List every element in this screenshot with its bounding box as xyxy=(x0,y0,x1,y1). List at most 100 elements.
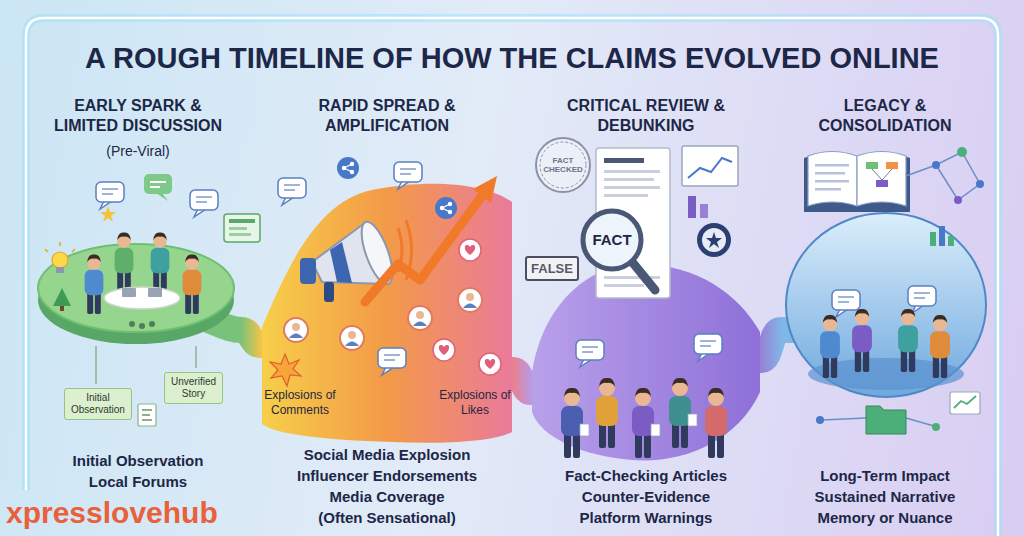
stage-column: RAPID SPREAD & AMPLIFICATIONSocial Media… xyxy=(262,92,512,530)
stage-three-art xyxy=(706,232,722,248)
stage-one-art xyxy=(195,346,196,368)
stage-item: Counter-Evidence xyxy=(582,486,710,507)
stage-four-art xyxy=(866,162,878,169)
stage-heading: LEGACY & CONSOLIDATION xyxy=(805,96,965,136)
stage-one-art xyxy=(150,186,160,188)
stage-three-art xyxy=(526,138,738,458)
stage-four-art xyxy=(950,392,980,414)
stage-four-art xyxy=(857,152,906,207)
watermark: xpresslovehub xyxy=(6,498,236,528)
stage-three-art xyxy=(700,204,708,218)
stage-one-art xyxy=(148,288,162,297)
stage-two-art xyxy=(473,176,497,203)
stage-two-art xyxy=(270,157,501,386)
stage-four-art xyxy=(872,169,892,180)
timeline-ribbon xyxy=(512,370,532,392)
stage-one-art xyxy=(229,233,251,236)
stage-three-art xyxy=(583,211,641,269)
stage-heading: RAPID SPREAD & AMPLIFICATION xyxy=(272,96,502,136)
stage-one-art xyxy=(60,306,64,311)
stage-two-art xyxy=(284,318,308,342)
stage-four-art xyxy=(886,162,898,169)
stage-one-art xyxy=(150,181,166,183)
stage-four-art xyxy=(804,147,984,434)
stage-item: Influencer Endorsements xyxy=(297,465,477,486)
stage-one-art xyxy=(56,267,64,273)
stage-four-art xyxy=(954,396,976,408)
stage-one-art xyxy=(122,288,136,297)
stage-heading: CRITICAL REVIEW & DEBUNKING xyxy=(561,96,731,136)
stage-one-art xyxy=(85,254,104,314)
stage-one-art xyxy=(95,346,96,384)
stage-one-art xyxy=(229,219,255,223)
stage-item: Media Coverage (Often Sensational) xyxy=(309,486,465,528)
stage-three-art xyxy=(604,158,644,163)
stage-two-art xyxy=(337,157,359,179)
stage-platform xyxy=(782,92,988,530)
panel-frame xyxy=(26,18,998,536)
stage-one-art xyxy=(183,254,202,314)
stage-two-art xyxy=(459,239,481,261)
caption-label: Explosions of Likes xyxy=(433,388,517,417)
stage-three-art xyxy=(694,334,722,361)
stage-four-art xyxy=(906,418,934,426)
stage-four-art xyxy=(939,226,945,246)
magnifier-text: FACT xyxy=(586,230,638,250)
stage-one-art xyxy=(142,409,152,411)
diagram-title: A ROUGH TIMELINE OF HOW THE CLAIMS EVOLV… xyxy=(0,40,1024,76)
stage-item: Platform Warnings xyxy=(580,507,713,528)
timeline-ribbon xyxy=(760,330,782,360)
stage-four-art xyxy=(957,147,967,157)
stage-four-art xyxy=(906,152,980,200)
stage-two-art xyxy=(378,348,406,375)
stage-one-art xyxy=(129,321,135,327)
stage-one-art xyxy=(142,414,150,416)
stage-two-art xyxy=(270,354,301,386)
stage-four-art xyxy=(930,315,950,378)
stage-three-art xyxy=(604,194,648,197)
stage-three-art xyxy=(576,340,604,367)
stage-one-art xyxy=(52,252,68,268)
stage-one-art xyxy=(151,232,170,292)
stage-item: Sustained Narrative xyxy=(815,486,956,507)
stamp-text: FALSE xyxy=(526,258,578,279)
stage-one-art xyxy=(100,206,116,222)
stamp-text: FACT CHECKED xyxy=(539,156,587,174)
stage-two-art xyxy=(458,288,482,312)
stage-three-art xyxy=(526,257,578,280)
stage-one-art xyxy=(45,174,260,426)
stage-three-art xyxy=(604,186,660,189)
tag-text: Unverified Story xyxy=(171,376,216,400)
stage-three-art xyxy=(604,178,654,181)
tag-box: Initial Observation xyxy=(64,388,132,420)
stage-platform xyxy=(808,358,964,390)
stage-two-art xyxy=(300,258,316,284)
stage-three-art xyxy=(651,424,660,436)
stage-three-art xyxy=(705,388,727,458)
stage-two-art xyxy=(365,196,482,302)
stage-four-art xyxy=(808,152,857,207)
stage-three-art xyxy=(596,378,618,448)
caption-label: Explosions of Comments xyxy=(258,388,342,417)
stage-four-art xyxy=(852,309,872,372)
stage-three-art xyxy=(536,138,590,192)
stage-one-art xyxy=(139,323,145,329)
stage-four-art xyxy=(976,180,984,188)
stage-platform xyxy=(38,244,234,332)
stage-three-art xyxy=(682,146,738,186)
stage-one-art xyxy=(115,232,134,292)
stage-four-art xyxy=(954,196,962,204)
stage-three-art xyxy=(561,388,583,458)
stage-one-art xyxy=(224,214,260,242)
stage-four-art xyxy=(815,188,841,191)
stage-one-art xyxy=(144,174,172,194)
stage-two-art xyxy=(394,162,422,189)
stage-two-art xyxy=(433,339,455,361)
stage-one-art xyxy=(229,227,247,230)
stage-three-art xyxy=(580,424,589,436)
stage-three-art xyxy=(669,378,691,448)
stage-one-art xyxy=(104,287,180,309)
ribbon-stub xyxy=(186,314,242,330)
stage-three-art xyxy=(604,284,644,287)
stage-item: Long-Term Impact xyxy=(820,465,950,486)
